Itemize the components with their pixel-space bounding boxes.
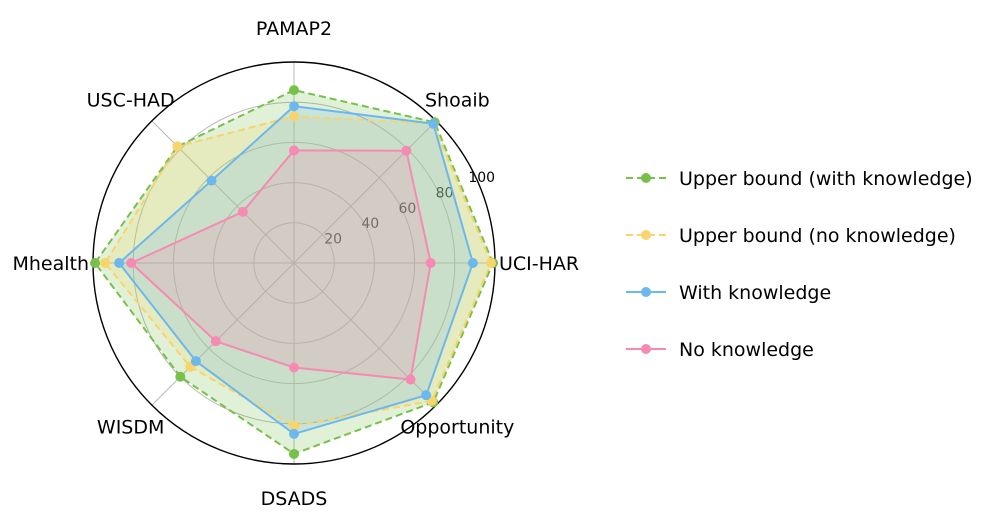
series-line-1 bbox=[103, 115, 493, 427]
data-point bbox=[289, 101, 299, 112]
data-point bbox=[425, 258, 436, 268]
data-point bbox=[100, 258, 111, 268]
legend-label: Upper bound (no knowledge) bbox=[679, 225, 956, 247]
data-point bbox=[206, 175, 217, 186]
data-point bbox=[190, 356, 201, 367]
data-point bbox=[401, 145, 412, 156]
series-points bbox=[90, 85, 498, 459]
category-label: USC-HAD bbox=[87, 90, 175, 112]
data-point bbox=[405, 374, 416, 385]
radial-tick-label: 60 bbox=[399, 201, 417, 217]
category-label: PAMAP2 bbox=[256, 18, 332, 40]
data-point bbox=[289, 111, 299, 122]
radial-tick-label: 100 bbox=[468, 170, 495, 186]
data-point bbox=[421, 390, 432, 401]
legend-label: No knowledge bbox=[679, 339, 814, 361]
legend-marker bbox=[641, 344, 651, 354]
legend-label: With knowledge bbox=[679, 282, 831, 304]
data-point bbox=[175, 371, 186, 382]
category-label: Shoaib bbox=[425, 90, 490, 112]
data-point bbox=[289, 420, 299, 431]
legend-marker bbox=[641, 173, 651, 183]
category-label: WISDM bbox=[97, 416, 164, 438]
data-point bbox=[485, 258, 496, 268]
data-point bbox=[172, 141, 183, 152]
grid-spoke bbox=[293, 120, 437, 264]
legend-label: Upper bound (with knowledge) bbox=[679, 168, 973, 190]
series-fill-2 bbox=[119, 106, 473, 434]
data-point bbox=[289, 85, 299, 96]
legend-marker bbox=[641, 287, 651, 297]
data-point bbox=[289, 448, 299, 459]
data-point bbox=[237, 206, 248, 217]
legend: Upper bound (with knowledge) Upper bound … bbox=[626, 168, 973, 361]
data-point bbox=[289, 145, 299, 156]
data-point bbox=[114, 258, 125, 268]
data-point bbox=[289, 362, 299, 373]
data-point bbox=[467, 258, 478, 268]
data-point bbox=[126, 258, 137, 268]
series-fill-3 bbox=[131, 150, 431, 380]
data-point bbox=[289, 428, 299, 439]
data-point bbox=[428, 118, 439, 129]
series-fill-1 bbox=[105, 116, 491, 426]
legend-marker bbox=[641, 230, 651, 240]
data-point bbox=[90, 258, 101, 268]
category-label: DSADS bbox=[261, 488, 328, 510]
radial-tick-label: 80 bbox=[436, 185, 454, 201]
data-point bbox=[210, 336, 221, 347]
category-label: Mhealth bbox=[12, 253, 89, 275]
radial-tick-label: 40 bbox=[361, 216, 379, 232]
radial-tick-label: 20 bbox=[324, 232, 342, 248]
category-label: UCI-HAR bbox=[499, 253, 579, 275]
series-line-0 bbox=[93, 89, 495, 456]
grid-spoke bbox=[151, 262, 295, 406]
category-label: Opportunity bbox=[400, 416, 514, 438]
